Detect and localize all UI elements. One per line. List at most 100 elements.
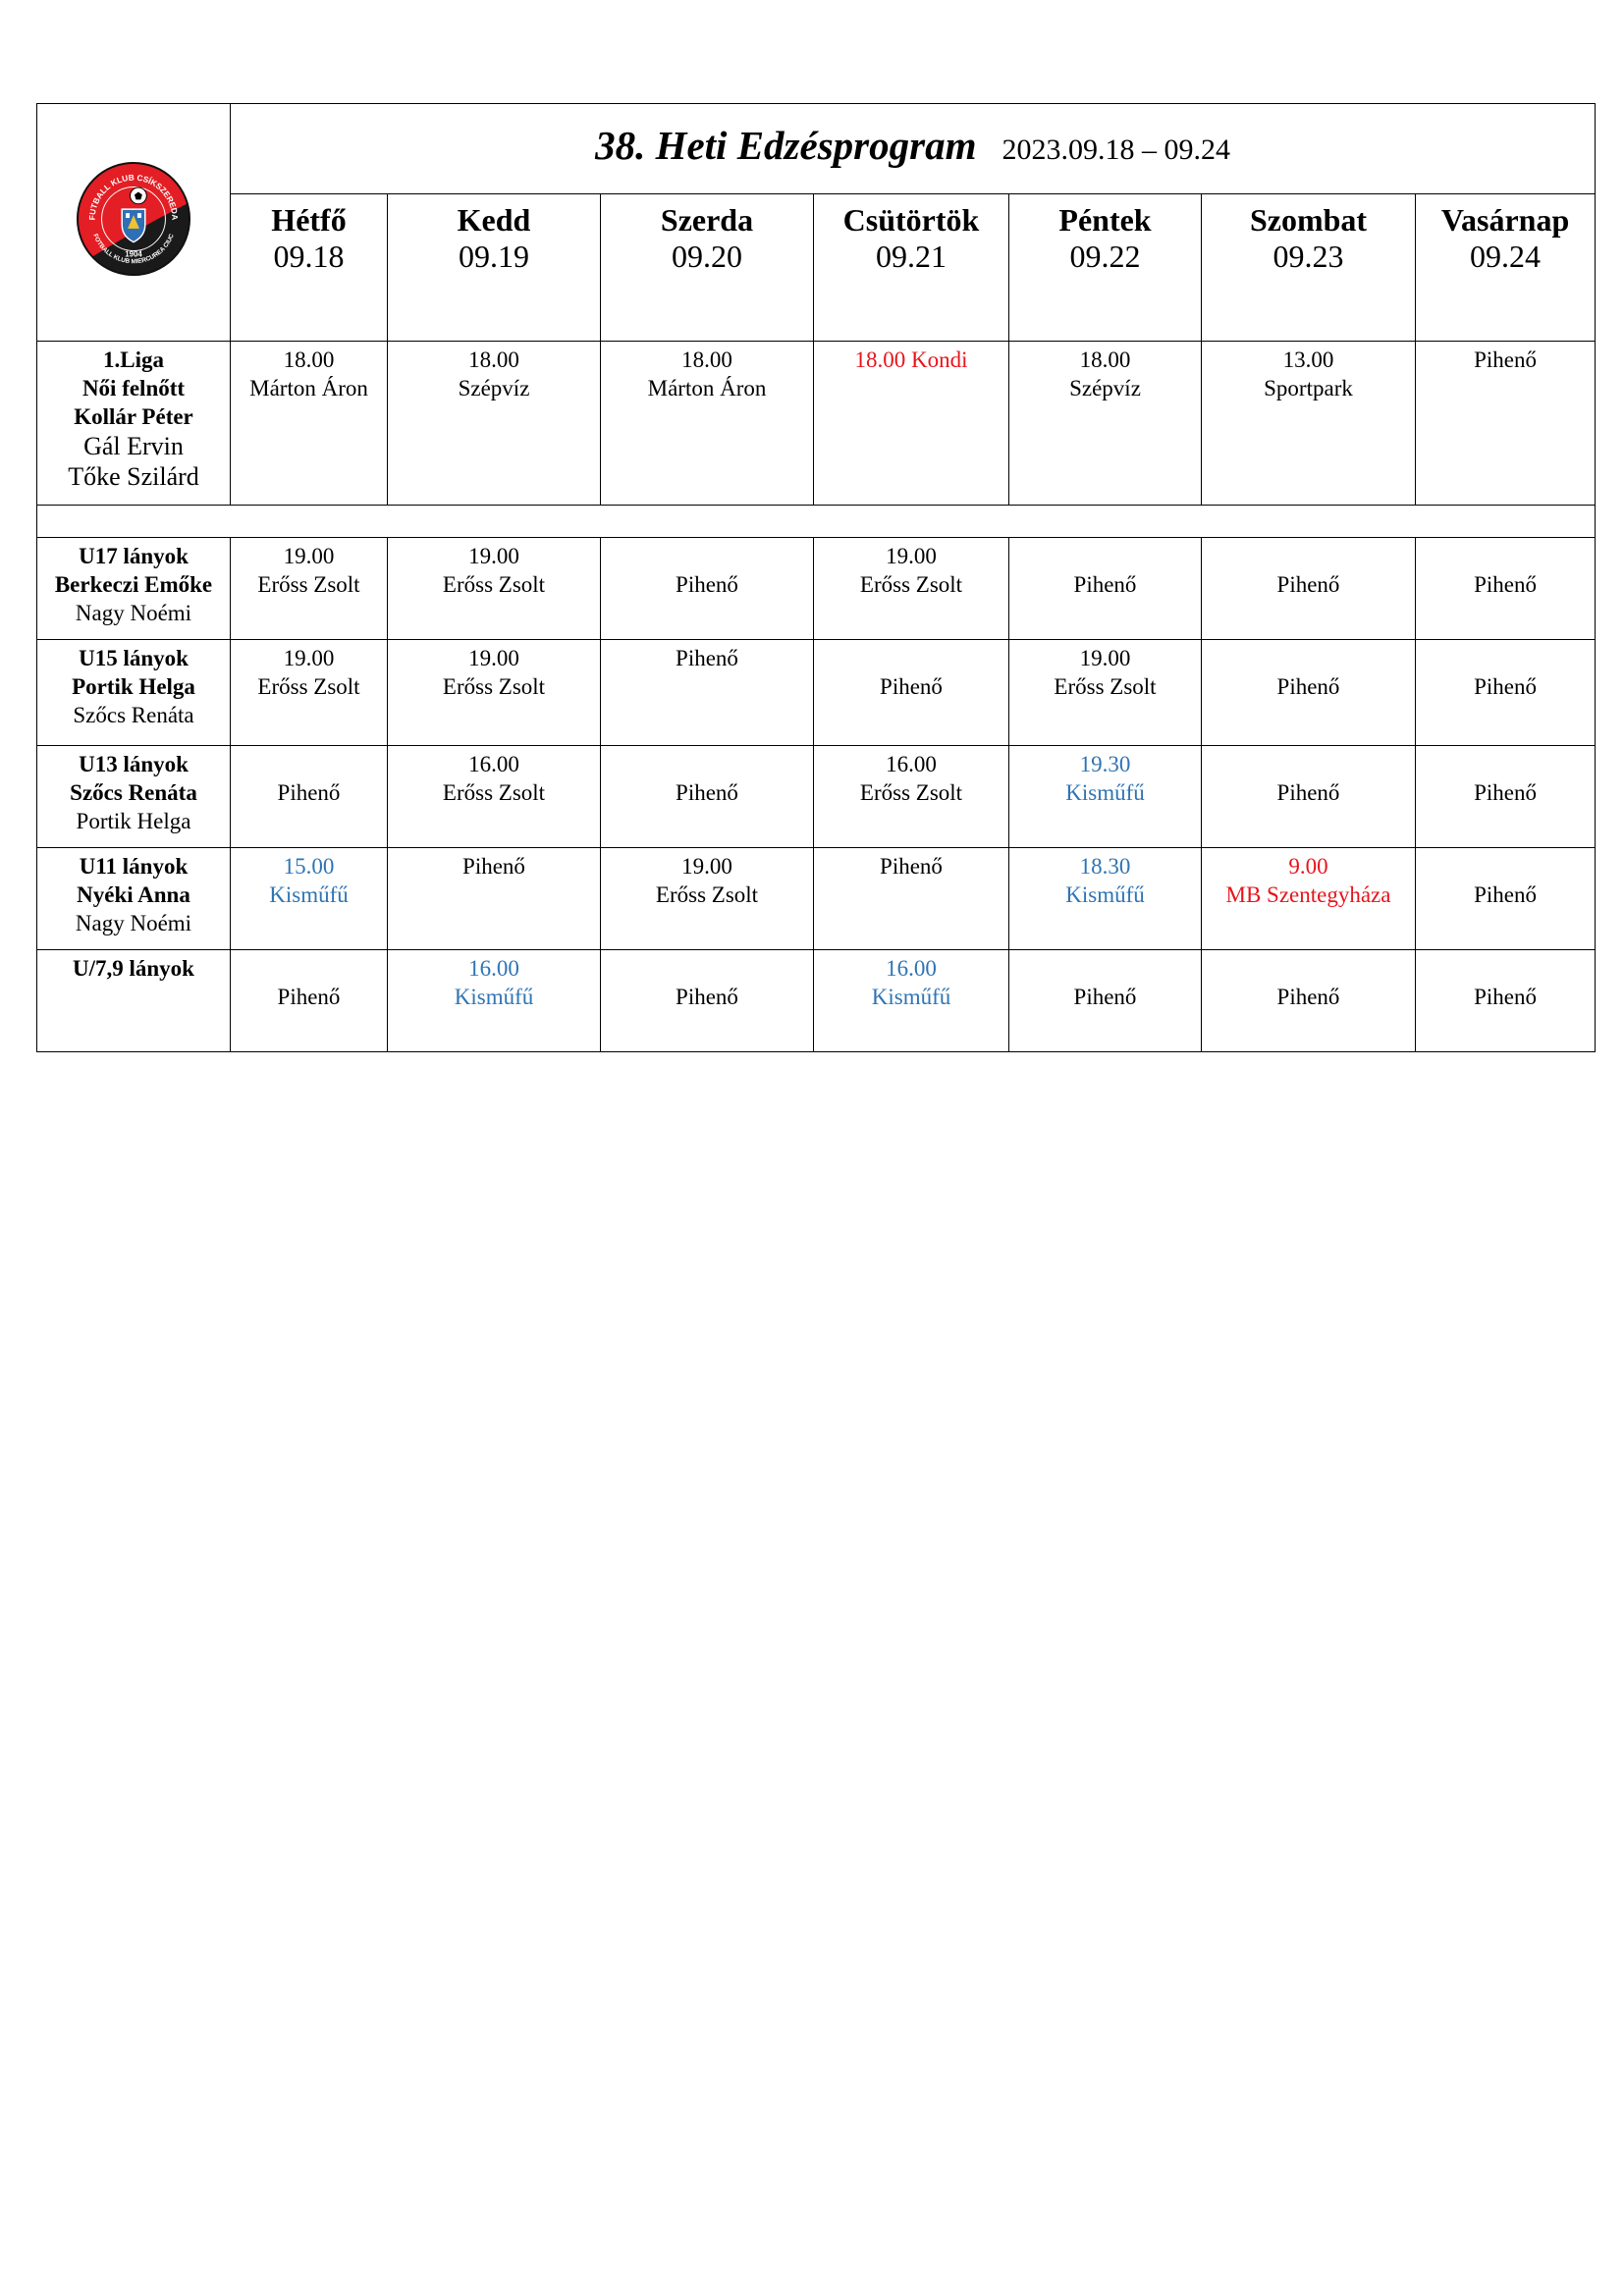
- schedule-entry: Szépvíz: [458, 376, 530, 400]
- team-label: U/7,9 lányok: [73, 956, 194, 981]
- team-label: Szőcs Renáta: [70, 780, 197, 805]
- schedule-entry: Erőss Zsolt: [859, 572, 963, 597]
- schedule-entry: Pihenő: [1276, 780, 1340, 805]
- schedule-entry: Pihenő: [880, 674, 943, 699]
- schedule-entry: Pihenő: [676, 646, 738, 670]
- schedule-entry: 18.30: [1079, 854, 1131, 879]
- schedule-entry: Erőss Zsolt: [1054, 674, 1157, 699]
- day-date: 09.20: [672, 239, 742, 274]
- schedule-entry: 9.00: [1288, 854, 1328, 879]
- schedule-cell: Pihenő: [600, 639, 814, 746]
- spacer-row: [35, 505, 1597, 538]
- schedule-cell: 18.00 Kondi: [813, 341, 1009, 506]
- schedule-cell: Pihenő: [1414, 949, 1597, 1052]
- coach-name: Nagy Noémi: [75, 601, 192, 625]
- coach-name: Tőke Szilárd: [68, 462, 199, 491]
- schedule-entry: Pihenő: [1073, 572, 1137, 597]
- schedule-entry: 13.00: [1282, 347, 1334, 372]
- schedule-cell: Pihenő: [600, 949, 814, 1052]
- schedule-entry: Erőss Zsolt: [257, 674, 360, 699]
- schedule-entry: Pihenő: [1474, 985, 1537, 1009]
- schedule-cell: Pihenő: [230, 949, 388, 1052]
- schedule-cell: Pihenő: [1201, 745, 1416, 848]
- schedule-cell: Pihenő: [1201, 639, 1416, 746]
- coach-name: Portik Helga: [76, 809, 191, 833]
- schedule-cell: Pihenő: [387, 847, 601, 950]
- day-date: 09.21: [876, 239, 947, 274]
- schedule-entry: Pihenő: [277, 780, 341, 805]
- schedule-entry: 18.00: [468, 347, 519, 372]
- schedule-cell: Pihenő: [1414, 745, 1597, 848]
- schedule-cell: Pihenő: [1008, 537, 1202, 640]
- schedule-entry: Pihenő: [1474, 674, 1537, 699]
- schedule-entry: Pihenő: [1073, 985, 1137, 1009]
- page-title: 38. Heti Edzésprogram: [595, 123, 977, 168]
- coach-name: Szőcs Renáta: [73, 703, 194, 727]
- schedule-entry: 18.00: [283, 347, 335, 372]
- schedule-cell: 9.00 MB Szentegyháza: [1201, 847, 1416, 950]
- team-label: Női felnőtt: [81, 376, 186, 400]
- training-schedule-table: FUTBALL KLUB CSÍKSZEREDA FOTBALL KLUB MI…: [35, 103, 1597, 1052]
- schedule-entry: 19.00: [886, 544, 937, 568]
- schedule-cell: Pihenő: [1201, 949, 1416, 1052]
- schedule-cell: Pihenő: [1008, 949, 1202, 1052]
- schedule-entry: Pihenő: [676, 780, 738, 805]
- schedule-entry: Pihenő: [676, 572, 738, 597]
- schedule-cell: Pihenő: [600, 745, 814, 848]
- title-row: FUTBALL KLUB CSÍKSZEREDA FOTBALL KLUB MI…: [36, 103, 1597, 342]
- day-date: 09.22: [1069, 239, 1141, 274]
- day-date: 09.24: [1470, 239, 1542, 274]
- schedule-entry: Pihenő: [277, 985, 341, 1009]
- schedule-entry: Erőss Zsolt: [859, 780, 963, 805]
- schedule-entry: Erőss Zsolt: [442, 572, 546, 597]
- schedule-entry: MB Szentegyháza: [1225, 882, 1391, 907]
- schedule-entry: 18.00: [1079, 347, 1131, 372]
- schedule-entry: 18.00 Kondi: [854, 347, 968, 372]
- team-label: U17 lányok: [79, 544, 189, 568]
- schedule-cell: Pihenő: [230, 745, 388, 848]
- schedule-entry: Pihenő: [1276, 572, 1340, 597]
- team-label: U13 lányok: [79, 752, 189, 776]
- schedule-cell: Pihenő: [1414, 341, 1597, 506]
- coach-name: Gál Ervin: [83, 432, 184, 460]
- team-label: U11 lányok: [79, 854, 189, 879]
- schedule-entry: Pihenő: [1474, 882, 1537, 907]
- schedule-entry: Szépvíz: [1069, 376, 1141, 400]
- team-label: Kollár Péter: [74, 404, 193, 429]
- schedule-entry: Kisműfű: [871, 985, 951, 1009]
- schedule-cell: Pihenő: [1201, 537, 1416, 640]
- schedule-entry: Pihenő: [1474, 780, 1537, 805]
- schedule-entry: 19.00: [468, 544, 519, 568]
- schedule-entry: 16.00: [886, 956, 937, 981]
- day-date: 09.18: [273, 239, 345, 274]
- logo-year: 1904: [125, 249, 142, 258]
- schedule-cell: Pihenő: [1414, 847, 1597, 950]
- date-range: 2023.09.18 – 09.24: [1001, 133, 1230, 166]
- schedule-cell: Pihenő: [600, 537, 814, 640]
- schedule-entry: Márton Áron: [249, 376, 368, 400]
- schedule-entry: Sportpark: [1264, 376, 1353, 400]
- spacer-cell: [35, 505, 1597, 538]
- schedule-cell: Pihenő: [813, 847, 1009, 950]
- schedule-cell: Pihenő: [1414, 639, 1597, 746]
- schedule-cell: Pihenő: [813, 639, 1009, 746]
